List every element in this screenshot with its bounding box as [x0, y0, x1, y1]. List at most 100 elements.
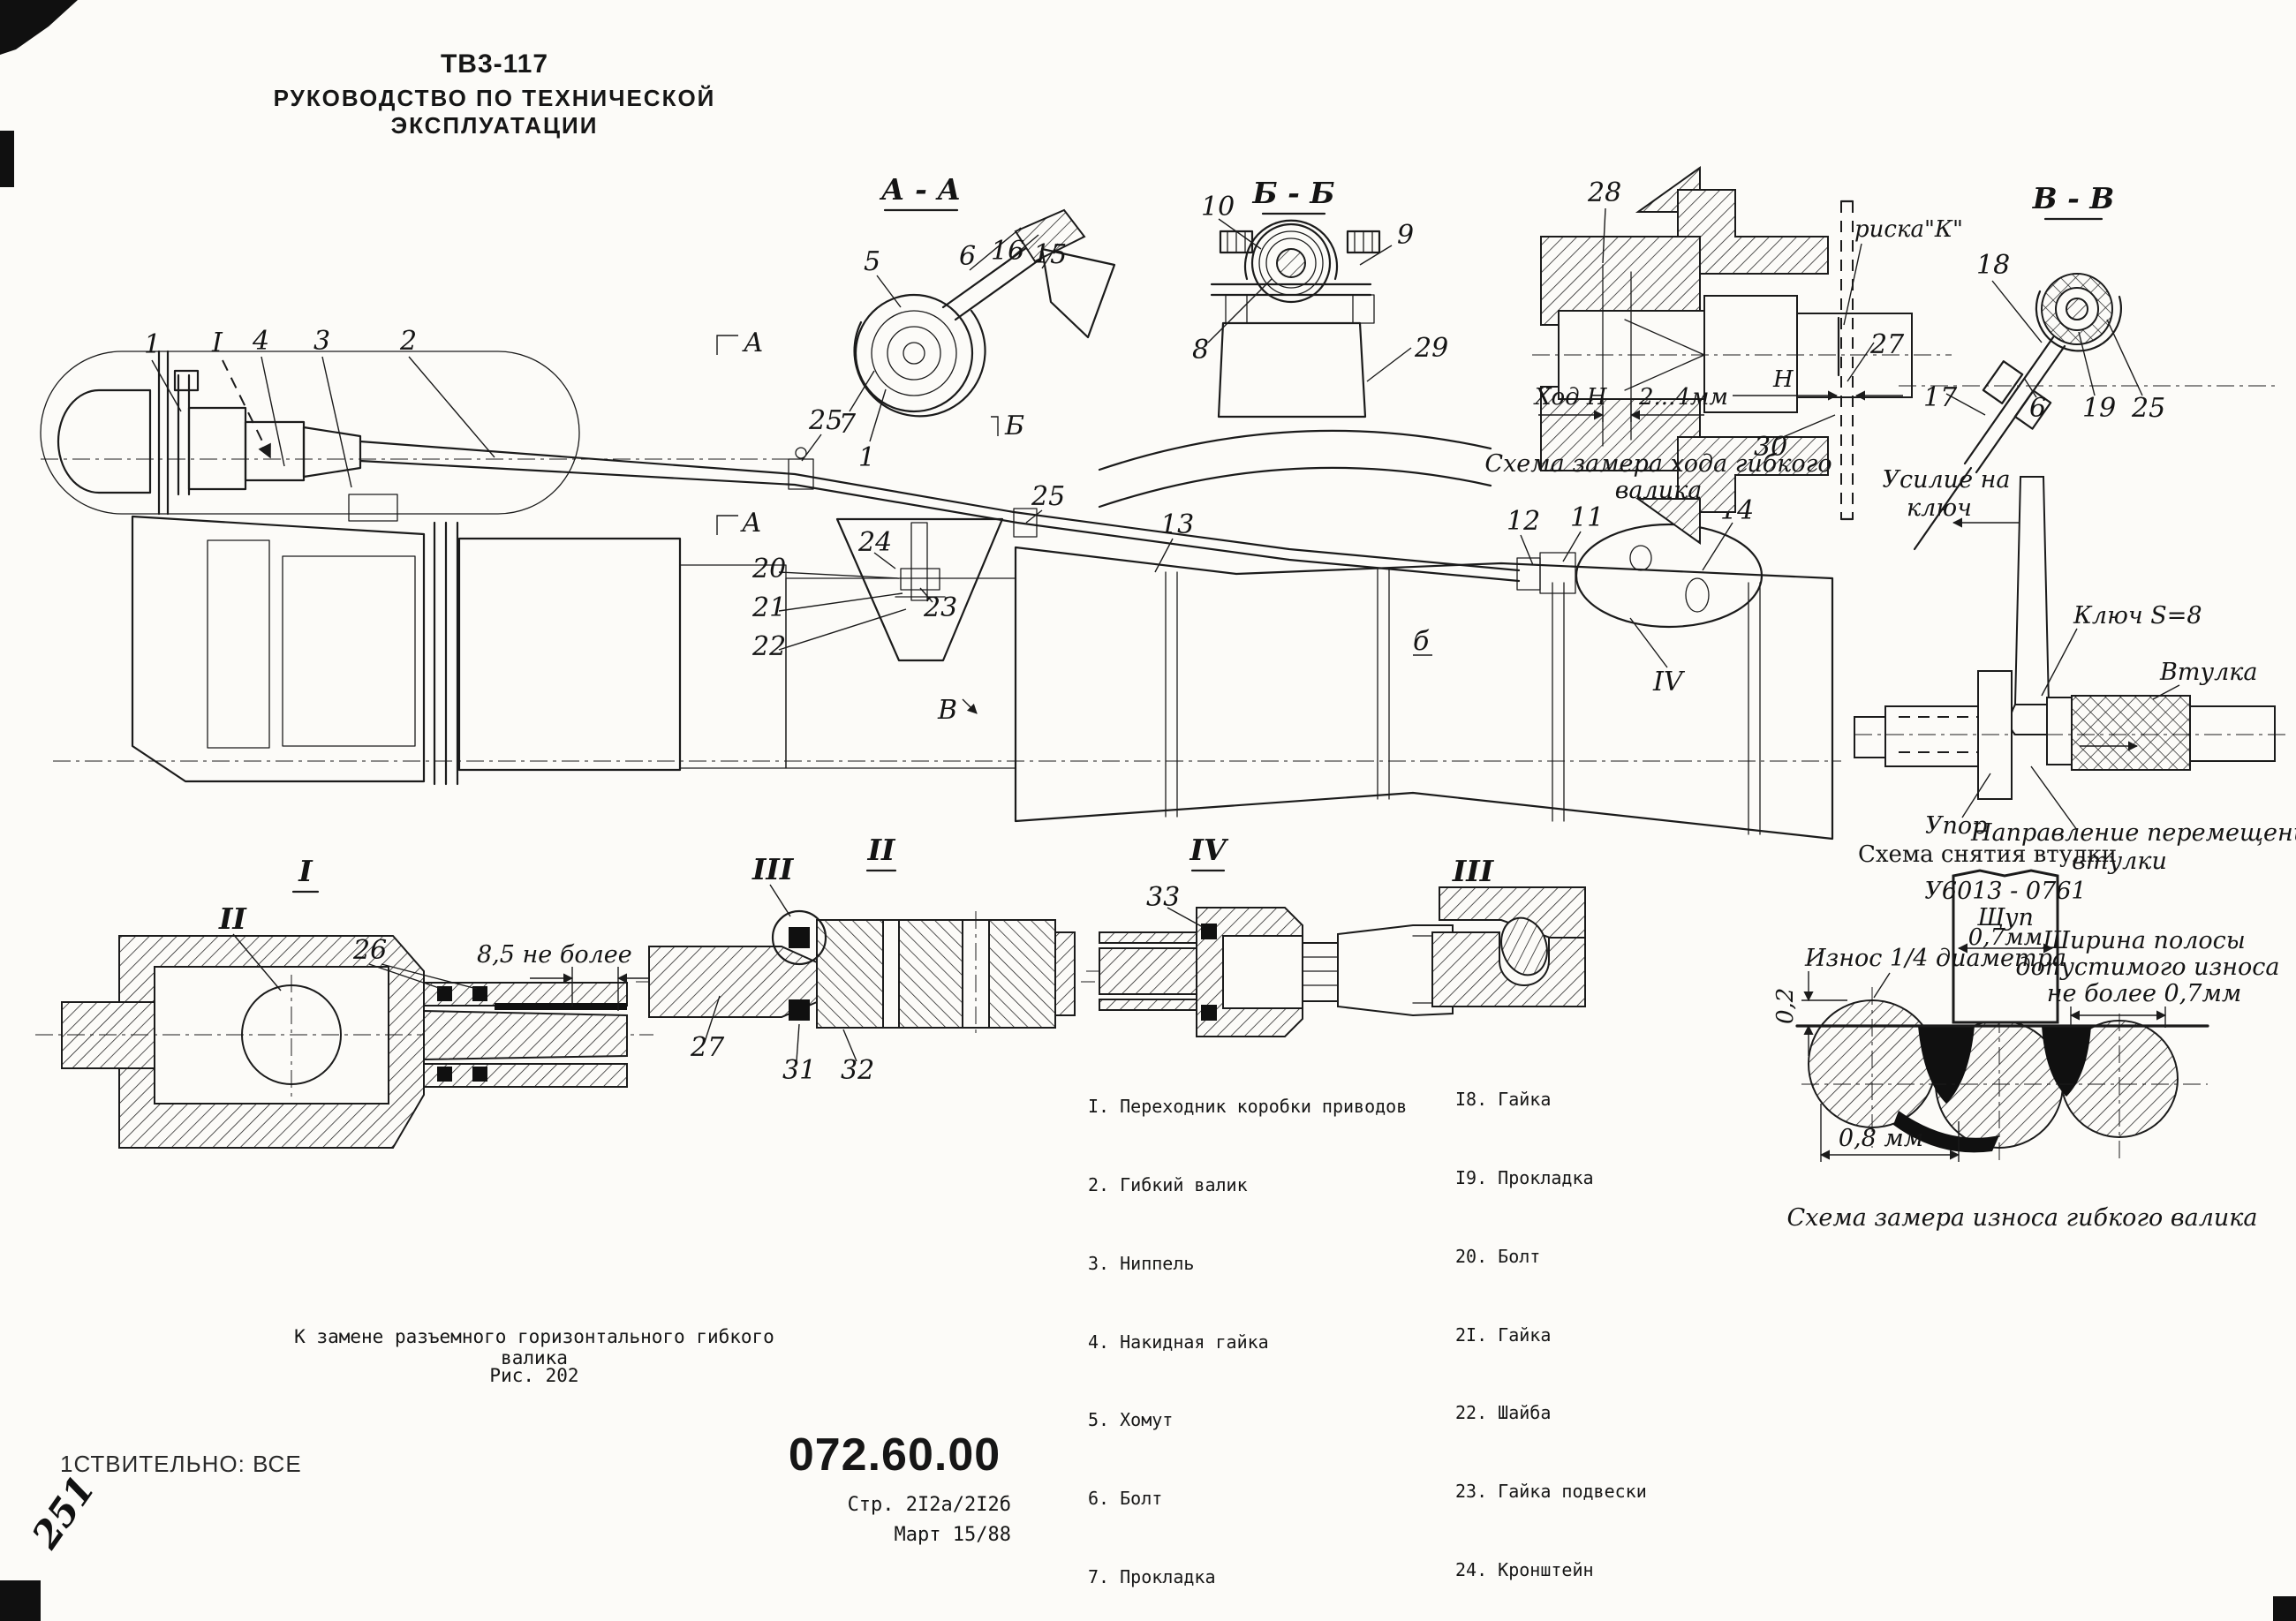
vv-label-18: 18	[1976, 250, 2010, 281]
detail-iii-title: III	[1452, 854, 1495, 888]
part-item: 22. Шайба	[1455, 1402, 1552, 1424]
stroke-scheme-caption-2: валика	[1615, 477, 1703, 504]
detail-i-label-26: 26	[352, 935, 387, 966]
bb-label-8: 8	[1192, 335, 1209, 366]
callout-4: 4	[252, 326, 269, 357]
stroke-label-riska-k: риска"К"	[1854, 216, 1963, 243]
callout-11: 11	[1570, 502, 1604, 533]
cut-mark-B1: Б	[1004, 411, 1024, 441]
callout-detail-I: I	[211, 328, 223, 358]
aa-label-5: 5	[864, 246, 880, 277]
detail-view-ii: II III 27 31 32	[636, 833, 1095, 1086]
wear-label-quarter-diameter: Износ 1/4 диаметра	[1804, 945, 2066, 972]
page-reference: Стр. 2I2а/2I2б	[847, 1494, 1011, 1516]
cut-mark-V1: В	[937, 695, 957, 726]
callout-20: 20	[751, 554, 786, 584]
vv-label-17: 17	[1923, 382, 1958, 413]
callout-25a: 25	[808, 405, 842, 436]
stroke-measurement-scheme: 28 риска"К" 27 Ход Н 2...4мм Н 30 Схема …	[1484, 166, 1963, 545]
section-view-aa: А - А 5 6 16 15 7 1	[839, 172, 1116, 473]
cut-mark-A2: А	[740, 508, 762, 539]
stroke-label-27: 27	[1869, 329, 1905, 360]
effectivity-note: 1СТВИТЕЛЬНО: ВСЕ	[60, 1451, 302, 1477]
part-item: I9. Прокладка	[1455, 1166, 1594, 1188]
vv-label-25: 25	[2131, 393, 2165, 424]
callout-2: 2	[399, 326, 417, 357]
part-item: 4. Накидная гайка	[1088, 1331, 1269, 1353]
wear-band-label-3: не более 0,7мм	[2047, 980, 2242, 1007]
ata-chapter-code: 072.60.00	[788, 1429, 1001, 1481]
callout-13: 13	[1160, 509, 1194, 540]
removal-direction-label-2: втулки	[2072, 848, 2167, 875]
callout-12: 12	[1507, 506, 1540, 537]
detail-ii-label-31: 31	[782, 1055, 816, 1086]
bb-label-29: 29	[1414, 333, 1448, 364]
removal-stop-label: Упор	[1925, 812, 1987, 840]
callout-25b: 25	[1031, 481, 1065, 512]
detail-view-iii: III	[1431, 854, 1586, 1007]
callout-3: 3	[313, 326, 330, 357]
callout-detail-IV: IV	[1652, 667, 1686, 697]
vv-label-6: 6	[2029, 393, 2046, 424]
bb-label-10: 10	[1201, 192, 1235, 222]
figure-caption: К замене разъемного горизонтального гибк…	[294, 1326, 774, 1368]
removal-scheme-caption: Схема снятия втулки	[1858, 841, 2117, 868]
header-engine-model: ТВ3-117	[440, 49, 549, 79]
stroke-dim-hod-n: Ход Н	[1533, 384, 1608, 411]
aa-label-16: 16	[991, 236, 1024, 267]
callout-24: 24	[857, 527, 892, 558]
sleeve-removal-scheme: Усилие на ключ Ключ S=8 Втулка Упор Напр…	[1854, 466, 2296, 875]
cut-mark-B2: б	[1413, 626, 1430, 657]
part-item: 6. Болт	[1088, 1488, 1163, 1510]
aa-label-15: 15	[1033, 239, 1067, 270]
stroke-scheme-caption-1: Схема замера хода гибкого	[1484, 450, 1832, 478]
wear-probe-size: 0,7мм	[1968, 924, 2043, 951]
part-item: I8. Гайка	[1455, 1089, 1552, 1111]
part-item: 24. Кронштейн	[1455, 1558, 1594, 1580]
callout-1: 1	[144, 329, 161, 360]
wear-band-label-1: Ширина полосы	[2042, 927, 2246, 954]
detail-i-dim-85: 8,5 не более	[477, 941, 632, 969]
bb-label-9: 9	[1397, 220, 1414, 251]
removal-sleeve-label: Втулка	[2159, 659, 2258, 686]
view-bb-title: Б - Б	[1251, 176, 1334, 210]
parts-list-column-1: I. Переходник коробки приводов 2. Гибкий…	[1088, 1042, 1407, 1621]
part-item: 2I. Гайка	[1455, 1323, 1552, 1346]
main-side-view: 1 I 4 3 2 25 24 20 21 22 23 25 13 12 11 …	[40, 326, 1841, 841]
figure-number: Рис. 202	[489, 1365, 579, 1386]
wear-scheme-caption: Схема замера износа гибкого валика	[1786, 1204, 2257, 1232]
aa-label-6: 6	[959, 241, 976, 272]
wear-probe-label: Щуп	[1976, 904, 2034, 931]
wear-dim-02: 0,2	[1772, 988, 1799, 1024]
parts-list-column-2: I8. Гайка I9. Прокладка 20. Болт 2I. Гай…	[1455, 1035, 1764, 1621]
date-reference: Март 15/88	[894, 1524, 1011, 1546]
aa-label-1: 1	[858, 442, 875, 473]
detail-i-title: I	[298, 854, 313, 888]
stroke-label-30: 30	[1754, 432, 1787, 463]
stroke-label-28: 28	[1587, 177, 1621, 208]
part-item: 3. Ниппель	[1088, 1252, 1195, 1274]
aa-label-7: 7	[839, 409, 857, 440]
removal-direction-label-1: Направление перемещения	[1970, 819, 2296, 847]
callout-23: 23	[923, 592, 957, 623]
section-view-bb: Б - Б 10 9 8 29	[1098, 176, 1492, 509]
wear-band-label-2: допустимого износа	[2015, 954, 2279, 981]
part-item: 2. Гибкий валик	[1088, 1173, 1248, 1195]
detail-iv-title: IV	[1189, 833, 1228, 867]
detail-iv-label-33: 33	[1146, 882, 1180, 913]
callout-22: 22	[751, 631, 786, 662]
part-item: I. Переходник коробки приводов	[1088, 1096, 1408, 1118]
view-aa-title: А - А	[880, 172, 961, 207]
part-item: 7. Прокладка	[1088, 1565, 1216, 1587]
wear-tool-number: У6013 - 0761	[1924, 878, 2086, 905]
detail-ii-title: II	[867, 833, 896, 867]
cut-mark-A1: А	[742, 328, 764, 358]
detail-i-label-II: II	[218, 901, 247, 936]
callout-21: 21	[751, 592, 786, 623]
stroke-dim-h: Н	[1772, 366, 1794, 393]
part-item: 5. Хомут	[1088, 1409, 1174, 1431]
detail-view-iv: IV 33	[1086, 833, 1475, 1037]
